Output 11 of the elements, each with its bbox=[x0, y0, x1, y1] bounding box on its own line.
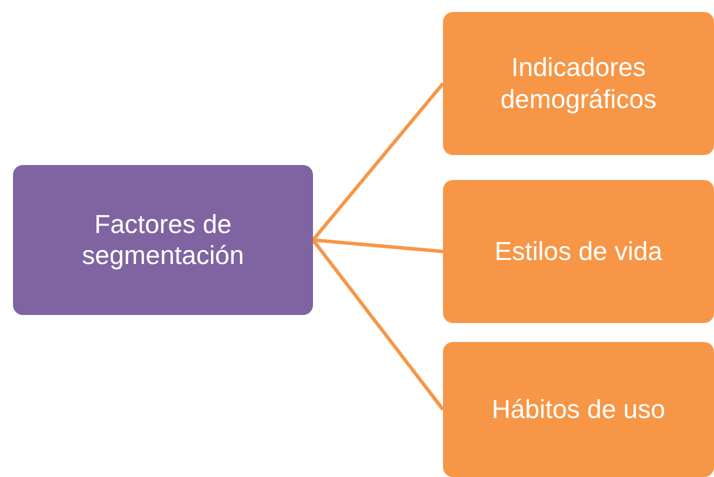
factor-box bbox=[443, 180, 714, 323]
node-label: Hábitos de uso bbox=[492, 394, 666, 426]
node-label: Indicadores demográficos bbox=[499, 52, 658, 115]
connector-line bbox=[312, 238, 444, 411]
connector-line bbox=[312, 238, 444, 254]
node-label: Estilos de vida bbox=[494, 236, 662, 268]
category-box bbox=[13, 165, 313, 315]
factor-box bbox=[443, 342, 714, 477]
factor-box bbox=[443, 12, 714, 155]
connector-line bbox=[312, 82, 444, 242]
node-label: Factores de segmentación bbox=[81, 208, 245, 272]
